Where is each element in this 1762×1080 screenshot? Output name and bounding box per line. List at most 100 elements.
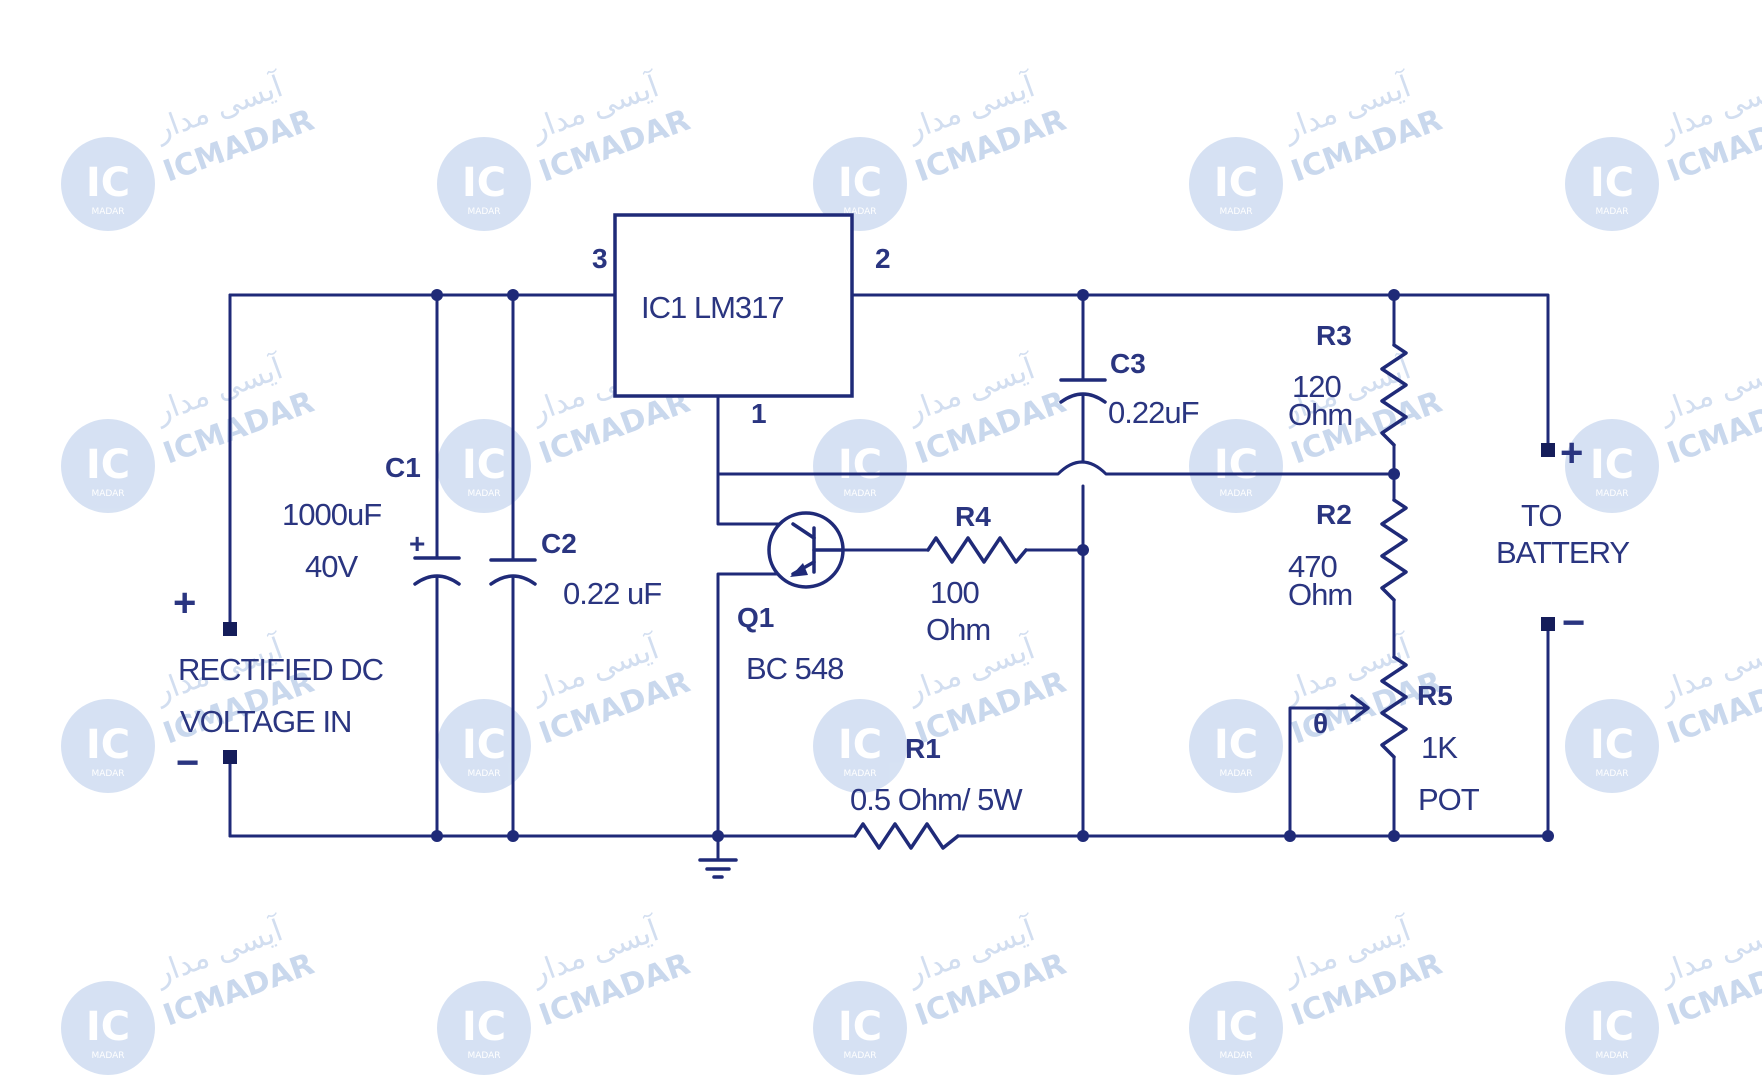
c2-plate-bottom [489, 574, 537, 586]
watermark-logo-icon [1189, 419, 1283, 513]
terminal-output-plus[interactable] [1541, 443, 1555, 457]
c3-name: C3 [1110, 348, 1146, 379]
terminal-output-minus[interactable] [1541, 617, 1555, 631]
c1-plate-bottom [413, 574, 461, 586]
watermark-logo-sub: MADAR [1595, 207, 1628, 217]
watermark-logo-icon [61, 699, 155, 793]
watermark-logo-icon [1565, 137, 1659, 231]
junction-dot [507, 289, 519, 301]
ic1-regulator[interactable]: IC1 LM317 3 2 1 [592, 213, 891, 429]
watermark-logo-icon [813, 419, 907, 513]
input-plus-sign: + [173, 581, 196, 625]
r2-name: R2 [1316, 499, 1352, 530]
q1-part: BC 548 [746, 651, 843, 686]
watermark-logo-icon [61, 419, 155, 513]
watermark-logo-sub: MADAR [91, 769, 124, 779]
capacitor-c3[interactable]: C3 0.22uF [1059, 348, 1200, 430]
resistor-r3[interactable]: R3 120 Ohm [1288, 320, 1408, 447]
wires [228, 293, 1550, 860]
r3-value-line1: 120 [1292, 369, 1341, 404]
junction-dot [1388, 830, 1400, 842]
watermark-logo-icon [813, 699, 907, 793]
terminal-input-plus[interactable] [223, 622, 237, 636]
c3-plate-bottom [1059, 392, 1107, 404]
watermark-logo-icon [1565, 419, 1659, 513]
output-label-line2: BATTERY [1496, 535, 1629, 570]
junction-dot [1542, 830, 1554, 842]
watermark-logo-text: IC [1590, 160, 1634, 206]
watermark-logo-icon [437, 981, 531, 1075]
resistor-r1[interactable]: R1 0.5 Ohm/ 5W [850, 733, 1024, 850]
junction-dot [1388, 289, 1400, 301]
junction-dot [507, 830, 519, 842]
input-label-line1: RECTIFIED DC [178, 652, 384, 687]
watermark-logo-icon [437, 137, 531, 231]
terminal-input-minus[interactable] [223, 750, 237, 764]
watermark-logo-text: IC [1590, 442, 1634, 488]
junction-dot [431, 830, 443, 842]
junction-dot [712, 830, 724, 842]
watermark-logo-text: IC [462, 442, 506, 488]
junction-dot [1077, 544, 1089, 556]
ic1-body [613, 213, 854, 398]
resistor-r4[interactable]: R4 100 Ohm [926, 501, 1028, 647]
watermark-logo-icon [1189, 699, 1283, 793]
wire-q1-emitter [716, 572, 795, 838]
watermark-logo-sub: MADAR [1219, 207, 1252, 217]
watermark-logo-sub: MADAR [843, 1051, 876, 1061]
c1-name: C1 [385, 452, 421, 483]
c1-voltage: 40V [305, 549, 358, 584]
r1-value: 0.5 Ohm/ 5W [850, 782, 1023, 817]
watermark-logo-icon [1565, 981, 1659, 1075]
c1-polarity: + [409, 528, 425, 559]
watermark-logo-icon [437, 419, 531, 513]
watermark-logo-sub: MADAR [1219, 769, 1252, 779]
capacitor-c2[interactable]: C2 0.22 uF [489, 528, 662, 611]
junction-dot [1077, 289, 1089, 301]
transistor-q1[interactable]: Q1 BC 548 [737, 511, 845, 686]
watermark-logo-icon [813, 981, 907, 1075]
watermark-logo-icon [61, 981, 155, 1075]
watermark-logo-text: IC [1590, 722, 1634, 768]
resistor-r2[interactable]: R2 470 Ohm [1288, 498, 1408, 612]
output-minus-sign: − [1562, 601, 1585, 645]
watermark-logo-sub: MADAR [91, 489, 124, 499]
watermark-logo-text: IC [462, 722, 506, 768]
r4-value-line2: Ohm [926, 612, 990, 647]
r3-zigzag [1380, 343, 1408, 447]
q1-name: Q1 [737, 602, 774, 633]
r3-name: R3 [1316, 320, 1352, 351]
watermark-logo-sub: MADAR [1219, 1051, 1252, 1061]
watermark-logo-text: IC [86, 722, 130, 768]
r5-wiper-symbol: θ [1313, 708, 1328, 739]
r5-value-line2: POT [1418, 782, 1480, 817]
r2-value-line2: Ohm [1288, 577, 1352, 612]
potentiometer-r5[interactable]: θ R5 1K POT [1313, 655, 1481, 817]
capacitor-c1[interactable]: + C1 1000uF 40V [282, 452, 461, 586]
watermark-logo-sub: MADAR [467, 207, 500, 217]
watermark-logo-text: IC [1214, 442, 1258, 488]
watermark-logo-sub: MADAR [1595, 1051, 1628, 1061]
watermark-logo-icon [1565, 699, 1659, 793]
watermark-logo-sub: MADAR [843, 769, 876, 779]
q1-collector-lead [791, 522, 816, 540]
r5-value-line1: 1K [1421, 730, 1458, 765]
junction-dot [1284, 830, 1296, 842]
watermark-logo-text: IC [1214, 722, 1258, 768]
watermark-logo-sub: MADAR [91, 1051, 124, 1061]
terminals [223, 443, 1555, 764]
watermark-logo-sub: MADAR [1595, 769, 1628, 779]
junction-dot [1077, 830, 1089, 842]
output-label-line1: TO [1521, 498, 1562, 533]
